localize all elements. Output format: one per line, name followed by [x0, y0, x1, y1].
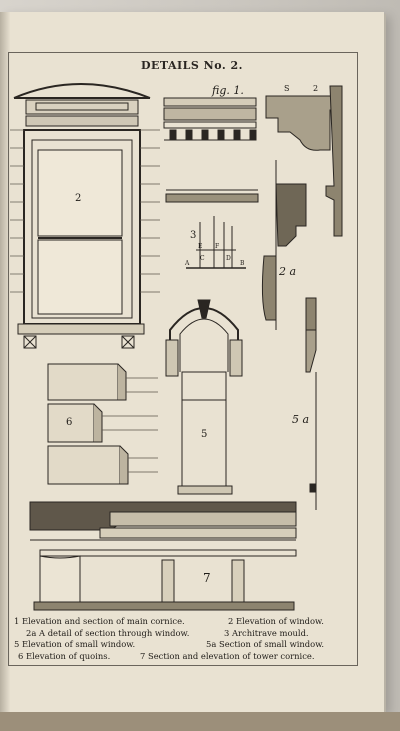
page-gutter-shadow — [0, 12, 10, 712]
caption-line-1: 1 Elevation and section of main cornice.… — [14, 616, 350, 628]
figure-5-number: 5 — [201, 429, 208, 440]
window-section — [275, 183, 307, 247]
plate-caption: 1 Elevation and section of main cornice.… — [14, 616, 350, 662]
mould-letter-c: C — [200, 255, 205, 262]
tower-cornice — [29, 501, 297, 611]
cornice-mark-s: S — [284, 84, 290, 93]
caption-1: 1 Elevation and section of main cornice. — [14, 616, 185, 626]
caption-6: 6 Elevation of quoins. — [18, 650, 111, 661]
architrave-mould — [186, 216, 246, 269]
figure-6-number: 6 — [66, 417, 73, 428]
caption-line-2: 2a A detail of section through window. 3… — [14, 628, 350, 640]
figure-2a-number: 2 a — [279, 265, 297, 278]
cornice-elevation — [163, 107, 257, 121]
window-pediment — [13, 83, 151, 99]
plate-title: DETAILS No. 2. — [140, 59, 244, 72]
cornice-mark-2: 2 — [313, 84, 319, 93]
mould-letter-b: B — [240, 260, 245, 267]
book-cover-edge — [0, 712, 400, 731]
mould-letter-f: F — [215, 243, 220, 250]
caption-line-3: 5 Elevation of small window. 5a Section … — [14, 639, 350, 651]
plate-border — [8, 52, 358, 666]
figure-5a-number: 5 a — [292, 413, 310, 426]
figure-3-number: 3 — [190, 230, 197, 241]
caption-7: 7 Section and elevation of tower cornice… — [140, 650, 315, 661]
cornice-section — [265, 95, 337, 151]
mould-letter-a: A — [185, 260, 190, 267]
caption-2a: 2a A detail of section through window. — [26, 627, 190, 638]
caption-2: 2 Elevation of window. — [228, 616, 324, 626]
quoins — [47, 363, 129, 485]
fig-1-label: fig. 1. — [212, 84, 244, 97]
figure-2-number: 2 — [75, 193, 82, 204]
mould-letter-e: E — [198, 243, 203, 250]
mould-letter-d: D — [226, 255, 231, 262]
caption-5a: 5a Section of small window. — [206, 639, 325, 649]
small-window-section — [305, 297, 317, 331]
caption-line-4: 6 Elevation of quoins. 7 Section and ele… — [14, 651, 350, 663]
caption-3: 3 Architrave mould. — [224, 627, 309, 638]
caption-5: 5 Elevation of small window. — [14, 639, 136, 649]
figure-7-number: 7 — [203, 571, 211, 585]
